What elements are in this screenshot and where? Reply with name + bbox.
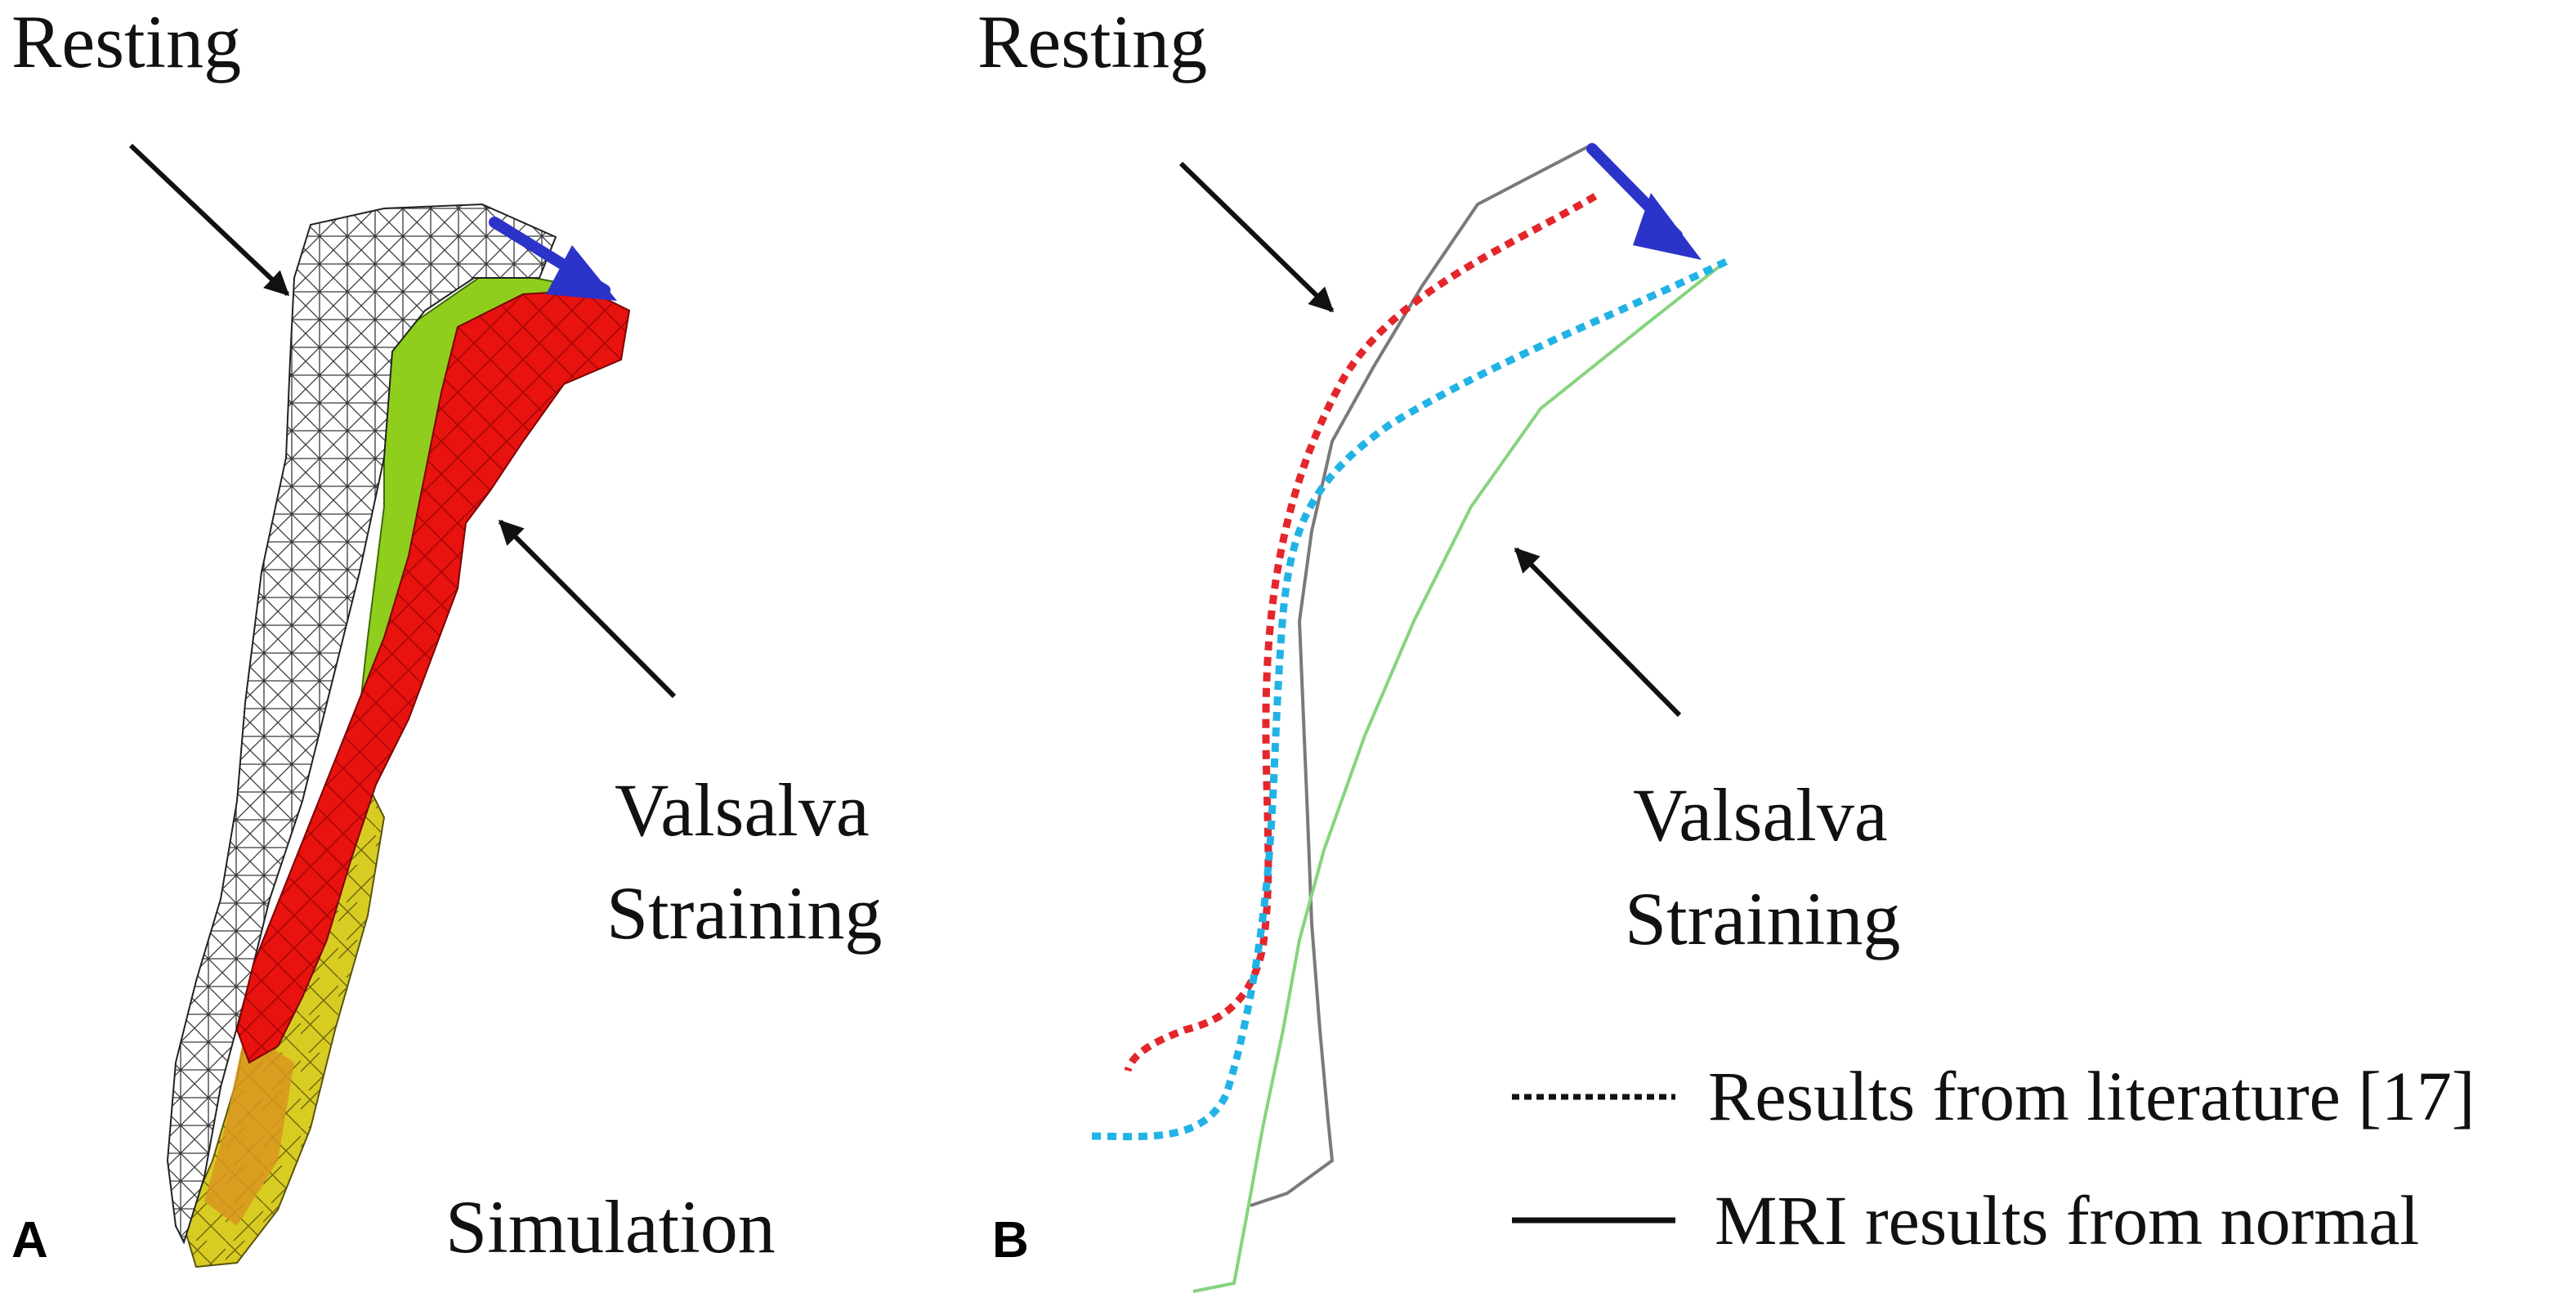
straining-surface-red [235, 289, 631, 1064]
straining-label-b-line1: Valsalva [1633, 773, 1888, 857]
straining-label-a-line2: Straining [606, 871, 882, 955]
straining-label-b-line2: Straining [1625, 877, 1900, 960]
literature-resting-curve [1124, 193, 1598, 1072]
mri-resting-curve [1250, 145, 1588, 1207]
panel-letter-b: B [992, 1212, 1029, 1268]
legend: Results from literature [17] MRI results… [1512, 1057, 2475, 1260]
resting-mesh [166, 203, 557, 1245]
panel-letter-a: A [11, 1212, 48, 1268]
deformation-arrow-a-head [546, 245, 617, 301]
caption-label-a: Simulation [445, 1185, 776, 1268]
resting-label-b: Resting [977, 0, 1207, 83]
legend-solid-label: MRI results from normal [1715, 1181, 2419, 1260]
resting-pointer-arrow-a [128, 143, 290, 297]
legend-dotted-label: Results from literature [17] [1708, 1057, 2475, 1135]
deformation-arrow-b-head [1633, 193, 1702, 260]
straining-pointer-arrow-b [1514, 547, 1682, 718]
resting-pointer-arrow-b [1178, 161, 1335, 313]
literature-straining-curve [1086, 257, 1728, 1141]
panel-a: Resting Valsalva Straining Simulation A [11, 0, 882, 1268]
panel-b: Resting Valsalva Straining B [977, 0, 1900, 1293]
straining-pointer-arrow-a [498, 519, 677, 699]
straining-label-a-line1: Valsalva [615, 768, 870, 852]
straining-surface-orange [204, 1030, 294, 1226]
resting-label-a: Resting [11, 0, 241, 83]
mri-straining-curve [1192, 264, 1722, 1293]
